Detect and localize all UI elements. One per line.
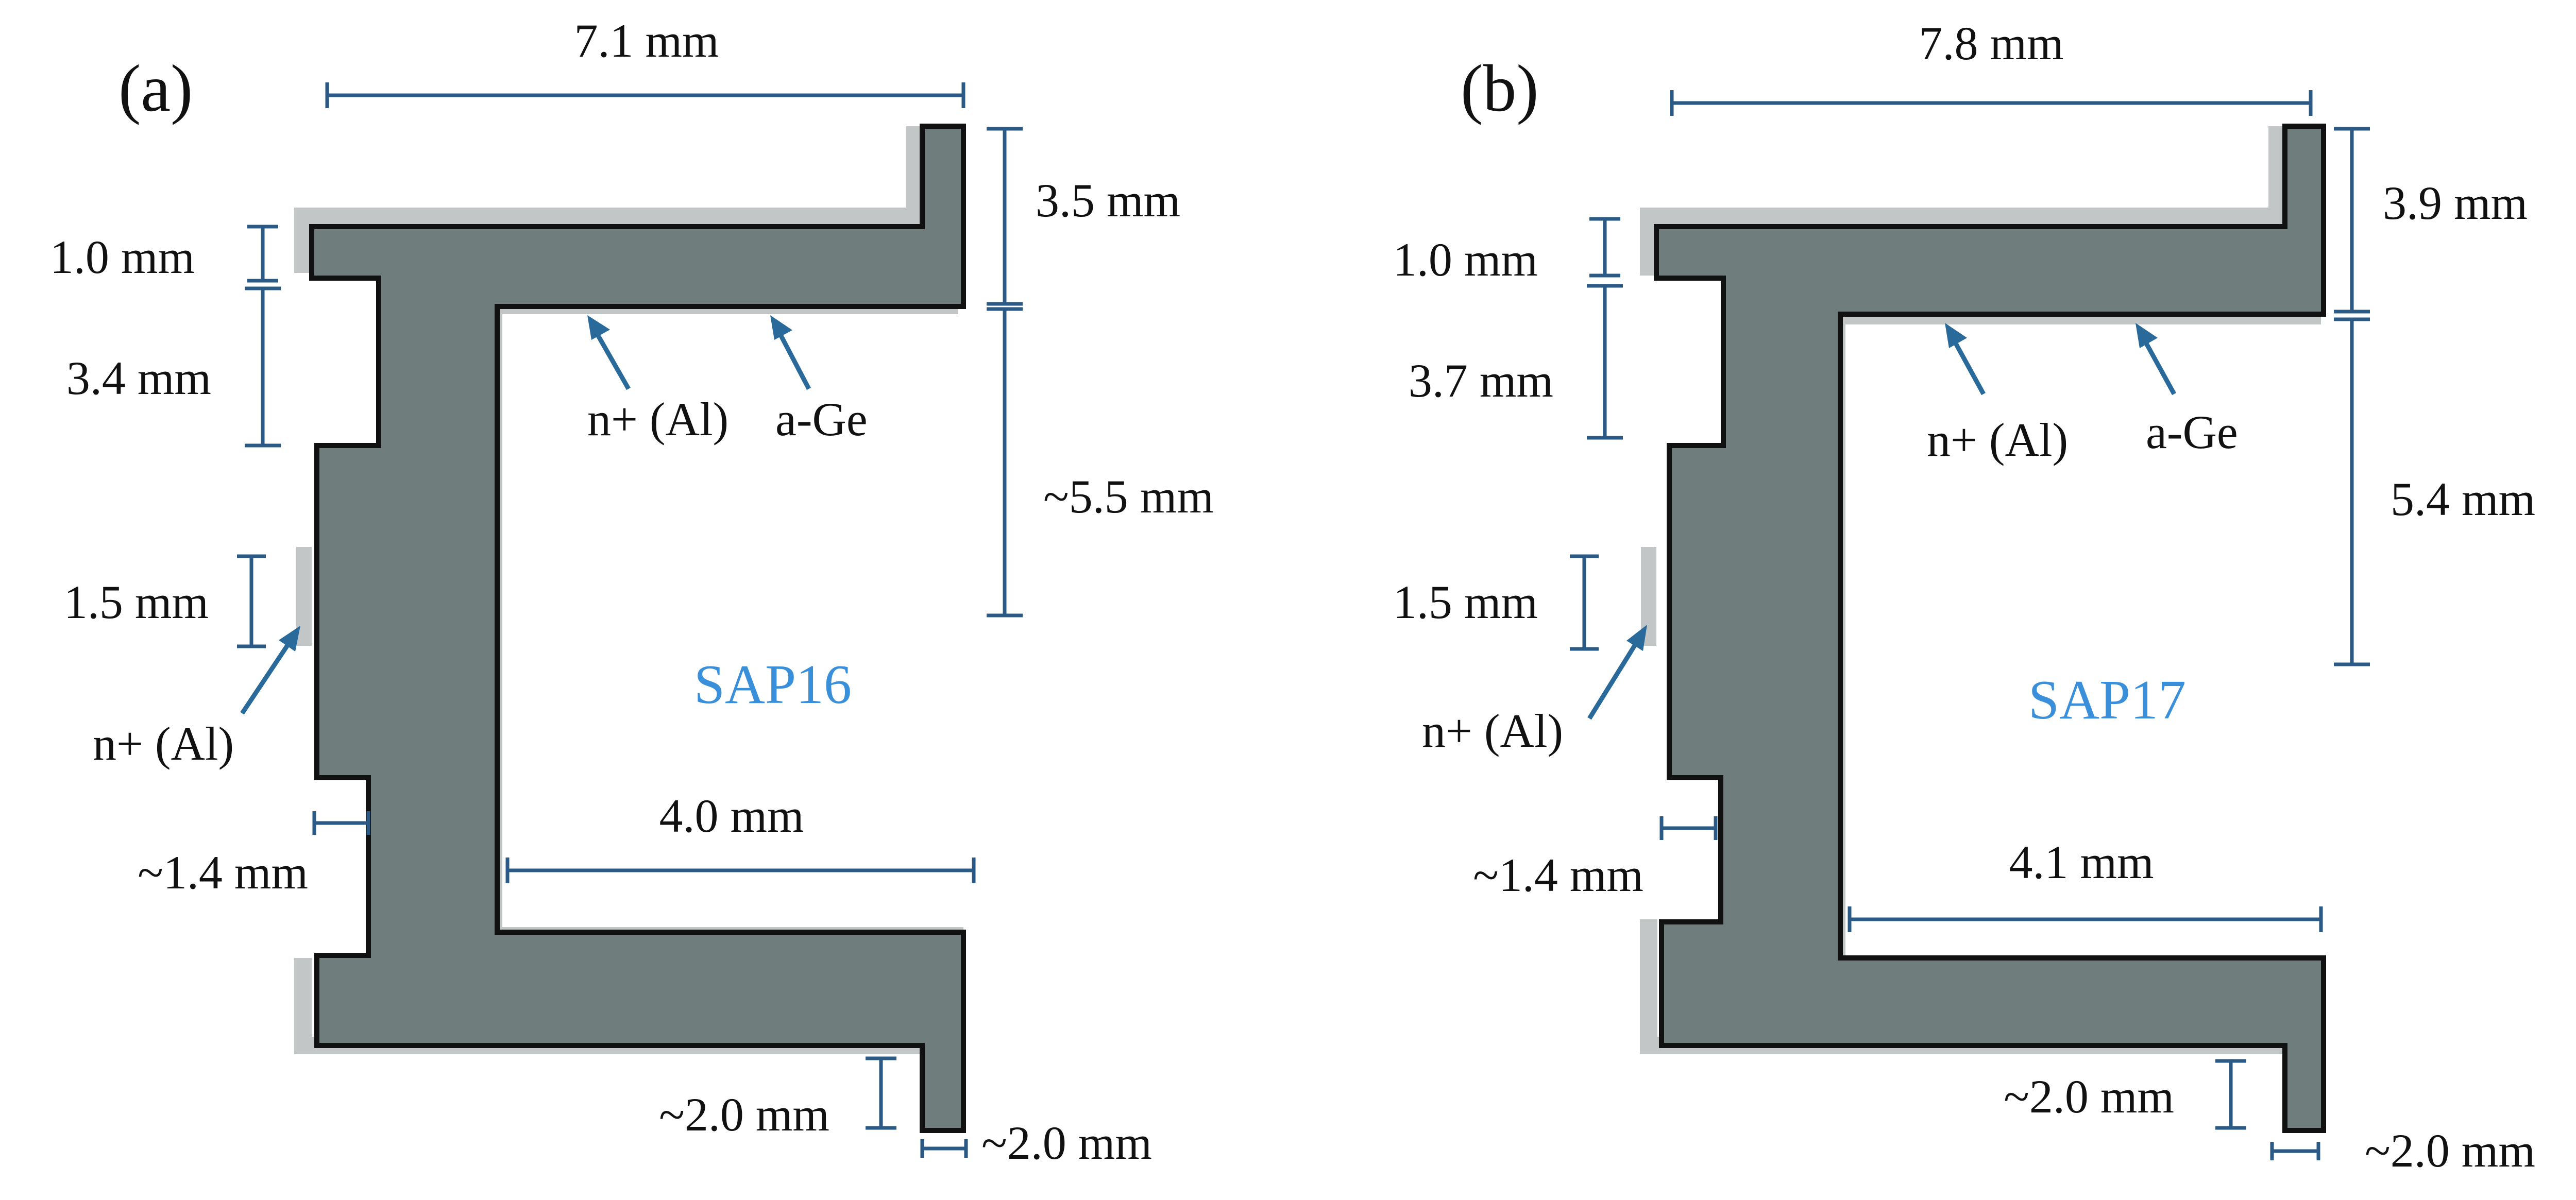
panel-a-side-contact-label: n+ (Al): [93, 717, 234, 770]
panel-a-dimension-lines: [237, 82, 1023, 1158]
panel-b-arrows: [1587, 323, 2176, 720]
panel-a-upper-arm-height: 3.5 mm: [1036, 174, 1180, 227]
panel-b-cavity-height: 5.4 mm: [2391, 473, 2535, 525]
panel-a-notch-depth: ~1.4 mm: [138, 846, 308, 899]
panel-a-sample-name: SAP16: [694, 654, 852, 715]
panel-a-arrows: [240, 315, 811, 715]
panel-b-contact-height: 1.5 mm: [1393, 576, 1538, 628]
panel-b-upper-arm-height: 3.9 mm: [2383, 177, 2528, 229]
panel-a-gap-height: 3.4 mm: [66, 352, 211, 404]
panel-b-germanium-body: [1654, 124, 2326, 1133]
panel-b-gap-height: 3.7 mm: [1409, 354, 1553, 407]
panel-a-lower-arm-width: ~2.0 mm: [981, 1117, 1152, 1169]
panel-a-lower-plate-width: 4.0 mm: [659, 790, 804, 842]
panel-a-cavity-height: ~5.5 mm: [1043, 470, 1214, 523]
panel-b-side-contact-label: n+ (Al): [1422, 705, 1563, 757]
panel-b-lower-plate-width: 4.1 mm: [2009, 836, 2154, 888]
panel-a-top-plate-thickness: 1.0 mm: [50, 231, 195, 283]
panel-a-lower-arm-height: ~2.0 mm: [659, 1088, 829, 1141]
panel-a-label: (a): [118, 52, 193, 126]
panel-b-top-plate-thickness: 1.0 mm: [1393, 233, 1538, 286]
panel-b-lower-arm-height: ~2.0 mm: [2004, 1070, 2174, 1123]
panel-b-top-width: 7.8 mm: [1919, 17, 2063, 70]
panel-b-inner-contact-label: n+ (Al): [1927, 414, 2068, 466]
panel-b-lower-arm-width: ~2.0 mm: [2365, 1124, 2535, 1177]
panel-b-sample-name: SAP17: [2028, 670, 2186, 731]
panel-b-label: (b): [1461, 52, 1539, 126]
panel-a-germanium-body: [309, 124, 966, 1133]
panel-a-passivation-label: a-Ge: [775, 393, 868, 445]
panel-b-notch-depth: ~1.4 mm: [1473, 849, 1643, 901]
panel-b-passivation-label: a-Ge: [2146, 406, 2238, 458]
panel-b-dimension-lines: [1570, 90, 2370, 1160]
panel-a-top-width: 7.1 mm: [574, 14, 719, 67]
panel-b: (b): [1393, 17, 2535, 1177]
panel-a-inner-contact-label: n+ (Al): [587, 393, 728, 445]
panel-a: (a): [50, 14, 1214, 1169]
panel-a-contact-height: 1.5 mm: [64, 576, 209, 628]
